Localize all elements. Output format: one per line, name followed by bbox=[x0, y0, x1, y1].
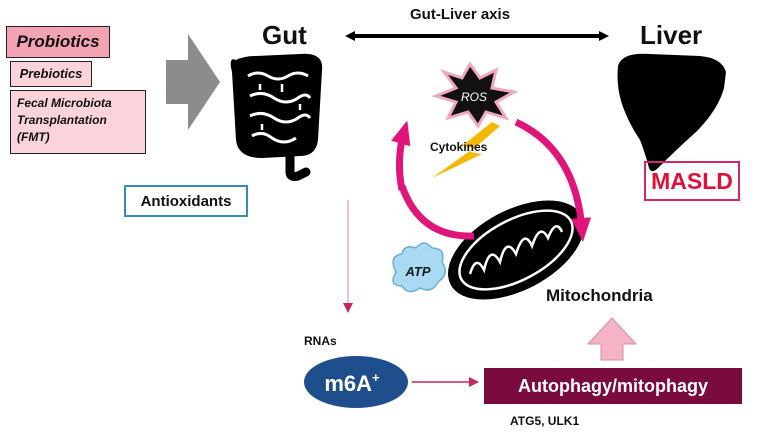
fmt-line-1: Fecal Microbiota bbox=[17, 96, 112, 110]
mitochondria-label: Mitochondria bbox=[546, 286, 653, 305]
autophagy-box: Autophagy/mitophagy bbox=[484, 368, 742, 404]
probiotics-box: Probiotics bbox=[6, 26, 110, 58]
gut-title: Gut bbox=[262, 20, 307, 50]
cytokines-label: Cytokines bbox=[430, 140, 488, 154]
antioxidants-box: Antioxidants bbox=[124, 185, 248, 217]
mitochondria-icon bbox=[448, 200, 584, 300]
cycle-arrow-bottom bbox=[398, 184, 475, 240]
masld-box: MASLD bbox=[644, 161, 740, 201]
m6a-oval bbox=[304, 356, 408, 408]
liver-title: Liver bbox=[640, 20, 703, 50]
fmt-line-3: (FMT) bbox=[17, 130, 50, 144]
atp-label: ATP bbox=[404, 264, 430, 279]
m6a-text: m6A bbox=[324, 371, 372, 396]
intervention-arrow bbox=[166, 34, 220, 130]
atp-cloud-icon bbox=[392, 242, 446, 293]
intestine-icon bbox=[230, 53, 323, 181]
m6a-label: m6A+ bbox=[324, 370, 380, 396]
prebiotics-box: Prebiotics bbox=[10, 61, 92, 87]
cytokine-bolt-icon bbox=[432, 122, 500, 178]
rnas-label: RNAs bbox=[304, 334, 337, 348]
cycle-arrow-right bbox=[514, 118, 592, 242]
genes-label: ATG5, ULK1 bbox=[510, 414, 580, 428]
autophagy-to-mitochondria-arrow bbox=[586, 317, 638, 361]
fmt-box: Fecal Microbiota Transplantation (FMT) bbox=[10, 90, 146, 154]
ros-icon bbox=[431, 61, 519, 129]
gut-liver-axis-label: Gut-Liver axis bbox=[410, 6, 511, 23]
cycle-arrow-left bbox=[391, 120, 411, 191]
fmt-line-2: Transplantation bbox=[17, 113, 107, 127]
ros-label: ROS bbox=[461, 90, 487, 104]
m6a-superscript: + bbox=[372, 370, 380, 385]
liver-icon bbox=[617, 53, 726, 172]
